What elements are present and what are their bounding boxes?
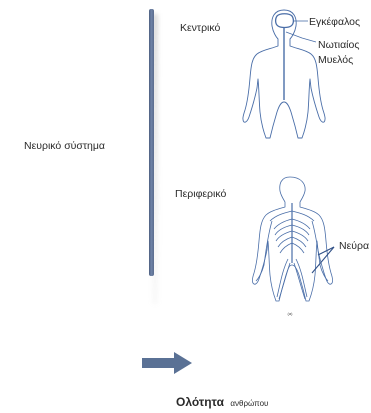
peripheral-figure: (a) [250,175,340,320]
whole-human-label: Ολότητα ανθρώπου [176,393,268,411]
vertical-divider-bar [149,9,154,276]
brain-label: Εγκέφαλος [309,16,360,28]
root-label: Νευρικό σύστημα [24,140,105,152]
nerve-pointer-1 [318,247,334,255]
central-figure [240,8,330,148]
peripheral-label: Περιφερικό [175,188,226,200]
brain-shape [276,14,294,28]
central-label: Κεντρικό [180,22,220,34]
spinal-cord-label-line2: Μυελός [318,54,353,66]
figure-caption: (a) [288,311,294,316]
right-arrow-icon [142,352,194,374]
nerves-label: Νεύρα [339,240,369,252]
whole-title: Ολότητα [176,395,224,409]
cord-pointer [286,32,316,42]
spinal-cord-label-line1: Νωτιαίος [318,39,359,51]
whole-subtitle: ανθρώπου [230,399,268,408]
